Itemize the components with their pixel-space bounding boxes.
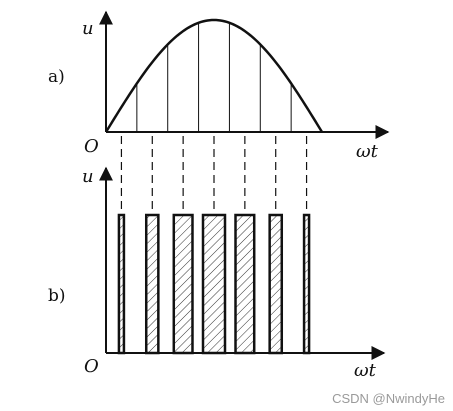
pwm-pulse-5 [234,213,256,355]
label-u-bottom: u [82,166,94,187]
label-u-top: u [82,18,94,39]
sample-lines [136,22,292,132]
label-origin-bottom: O [84,356,99,377]
label-panel-b: b) [48,286,66,306]
pwm-pulse-4 [201,213,227,355]
projection-lines [120,136,308,212]
pwm-pulse-1 [117,213,126,355]
label-wt-top: ωt [356,141,379,162]
pulse-group [117,213,311,355]
label-wt-bottom: ωt [354,360,377,381]
sine-curve [104,18,324,133]
panel-b: u b) O ωt [48,166,386,381]
pwm-pulse-3 [172,213,194,355]
panel-a: u a) O ωt [48,10,390,162]
pwm-pulse-6 [268,213,284,355]
pwm-pulse-2 [144,213,160,355]
watermark: CSDN @NwindyHe [332,391,445,406]
label-panel-a: a) [48,67,65,87]
label-origin-top: O [84,136,99,157]
pwm-pulse-7 [302,213,311,355]
